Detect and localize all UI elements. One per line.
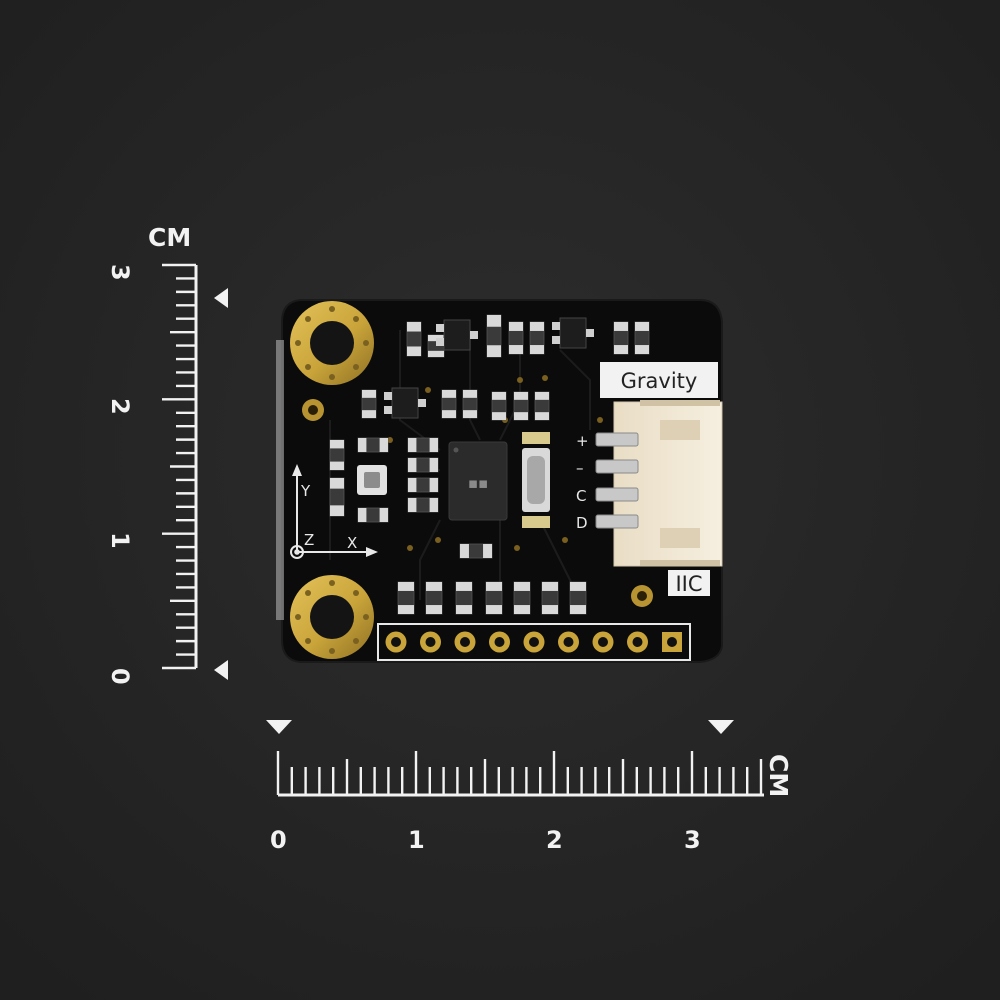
axis-indicator [290,464,378,559]
transistor [436,319,478,351]
smd-part [425,581,443,615]
pin-label-c: C [576,487,586,505]
smd-part [485,581,503,615]
pin-label-minus: – [576,459,584,477]
sensor-board: ▪▪ Y Z X Gravity [276,299,723,663]
interface-label: IIC [675,572,702,596]
vertical-ruler: CM 3 2 1 0 [106,223,228,685]
smd-part [634,321,650,355]
smd-part [407,497,439,513]
vertical-ruler-label-1: 1 [106,532,134,549]
horizontal-ruler: 0 1 2 3 CM [266,720,793,854]
smd-part [397,581,415,615]
axis-label-x: X [347,534,357,552]
interface-label-bg [668,570,710,596]
pin-label-plus: + [576,432,589,450]
horizontal-ruler-unit: CM [764,754,793,797]
svg-text:▪▪: ▪▪ [468,474,488,492]
mounting-hole-bottom [290,575,374,659]
smd-part [357,507,389,523]
header-outline [377,623,691,661]
horizontal-ruler-ticks [276,751,763,795]
smd-part [534,391,550,421]
mounting-hole-top [290,301,374,385]
horizontal-ruler-label-1: 1 [408,826,425,854]
horizontal-ruler-label-2: 2 [546,826,563,854]
smd-part [569,581,587,615]
smd-part [329,439,345,471]
smd-part [361,389,377,419]
transistor [384,387,426,419]
vertical-marker-top [214,288,228,308]
sensor-chip: ▪▪ [448,441,508,521]
smd-part [513,391,529,421]
brand-label-bg [600,362,718,398]
vertical-ruler-label-2: 2 [106,398,134,415]
smd-part [455,581,473,615]
crystal [522,432,550,528]
smd-part [407,457,439,473]
vertical-ruler-label-0: 0 [106,668,134,685]
smd-part [407,477,439,493]
horizontal-ruler-label-3: 3 [684,826,701,854]
smd-part [441,389,457,419]
vertical-ruler-ticks [162,263,196,670]
vertical-ruler-label-3: 3 [106,264,134,281]
smd-part [491,391,507,421]
smd-part [357,437,389,453]
brand-label: Gravity [621,369,698,393]
pressure-sensor [357,465,387,495]
smd-part [406,321,422,357]
pin-label-d: D [576,514,588,532]
smd-part [459,543,493,559]
connector [595,400,723,567]
horizontal-marker-left [266,720,292,734]
smd-part [541,581,559,615]
vertical-ruler-unit: CM [148,223,191,252]
vertical-marker-bottom [214,660,228,680]
smd-part [613,321,629,355]
axis-label-y: Y [300,482,311,500]
smd-part [513,581,531,615]
smd-part [407,437,439,453]
axis-label-z: Z [304,531,314,549]
horizontal-ruler-label-0: 0 [270,826,287,854]
horizontal-marker-right [708,720,734,734]
smd-part [329,477,345,517]
smd-components [329,314,650,615]
smd-part [486,314,502,358]
smd-part [508,321,524,355]
header-pins [385,631,682,653]
transistor [552,317,594,349]
smd-part [529,321,545,355]
smd-part [462,389,478,419]
